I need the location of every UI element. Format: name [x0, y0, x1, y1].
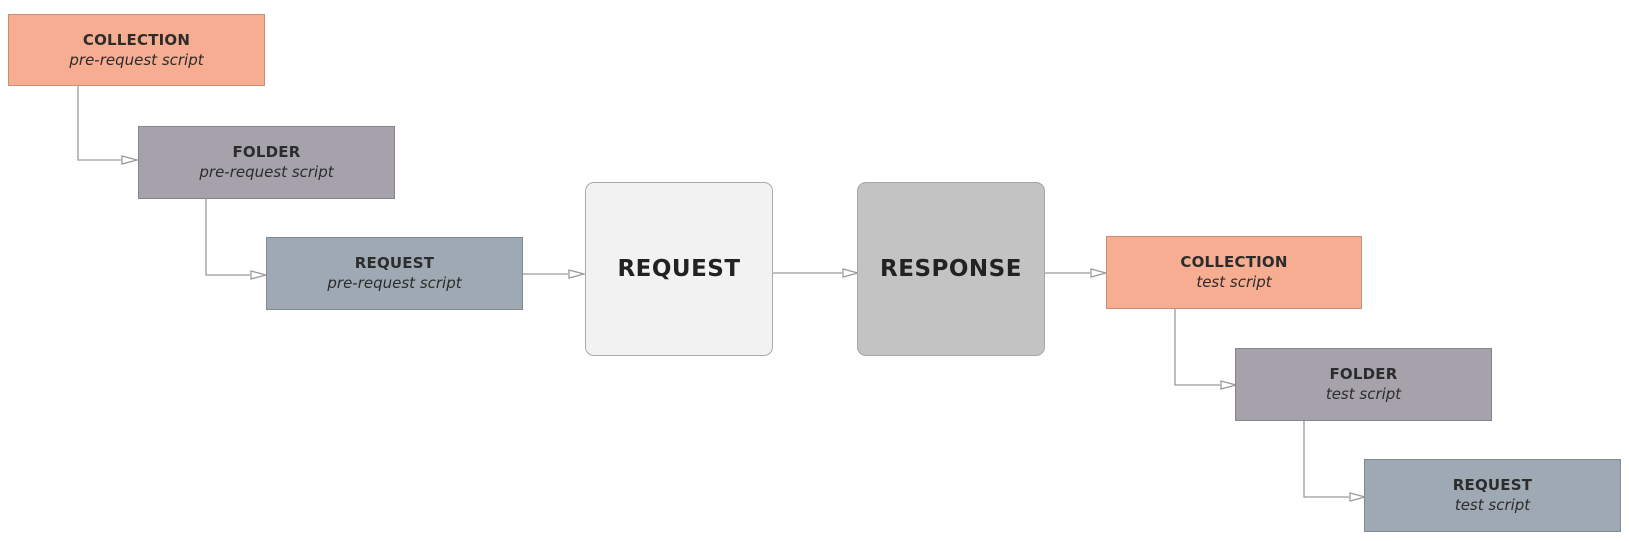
response-node-label: RESPONSE [880, 256, 1022, 282]
post-folder-title: FOLDER [1329, 365, 1398, 383]
pre-folder-subtitle: pre-request script [199, 163, 334, 181]
connector-request-to-response [773, 268, 861, 278]
post-collection-title: COLLECTION [1180, 253, 1288, 271]
connector-response-to-post-collection [1045, 268, 1109, 278]
pre-folder-box: FOLDER pre-request script [138, 126, 395, 199]
post-request-title: REQUEST [1452, 476, 1533, 494]
post-folder-box: FOLDER test script [1235, 348, 1492, 421]
connector-pre-folder-to-request [205, 198, 269, 280]
pre-request-box: REQUEST pre-request script [266, 237, 523, 310]
connector-post-folder-to-request [1303, 421, 1368, 502]
connector-pre-request-to-request [522, 269, 587, 279]
response-node: RESPONSE [857, 182, 1045, 356]
pre-collection-title: COLLECTION [82, 30, 191, 49]
pre-collection-subtitle: pre-request script [69, 50, 204, 69]
post-request-subtitle: test script [1454, 496, 1531, 514]
request-node-label: REQUEST [617, 256, 741, 282]
post-collection-subtitle: test script [1196, 273, 1272, 291]
pre-collection-box: COLLECTION pre-request script [8, 14, 265, 86]
connector-post-collection-to-folder [1174, 309, 1239, 390]
connector-pre-collection-to-folder [77, 86, 140, 165]
pre-request-title: REQUEST [354, 254, 435, 272]
pre-folder-title: FOLDER [232, 143, 301, 161]
post-request-box: REQUEST test script [1364, 459, 1621, 532]
post-collection-box: COLLECTION test script [1106, 236, 1362, 309]
request-node: REQUEST [585, 182, 773, 356]
pre-request-subtitle: pre-request script [327, 274, 462, 292]
post-folder-subtitle: test script [1325, 385, 1402, 403]
